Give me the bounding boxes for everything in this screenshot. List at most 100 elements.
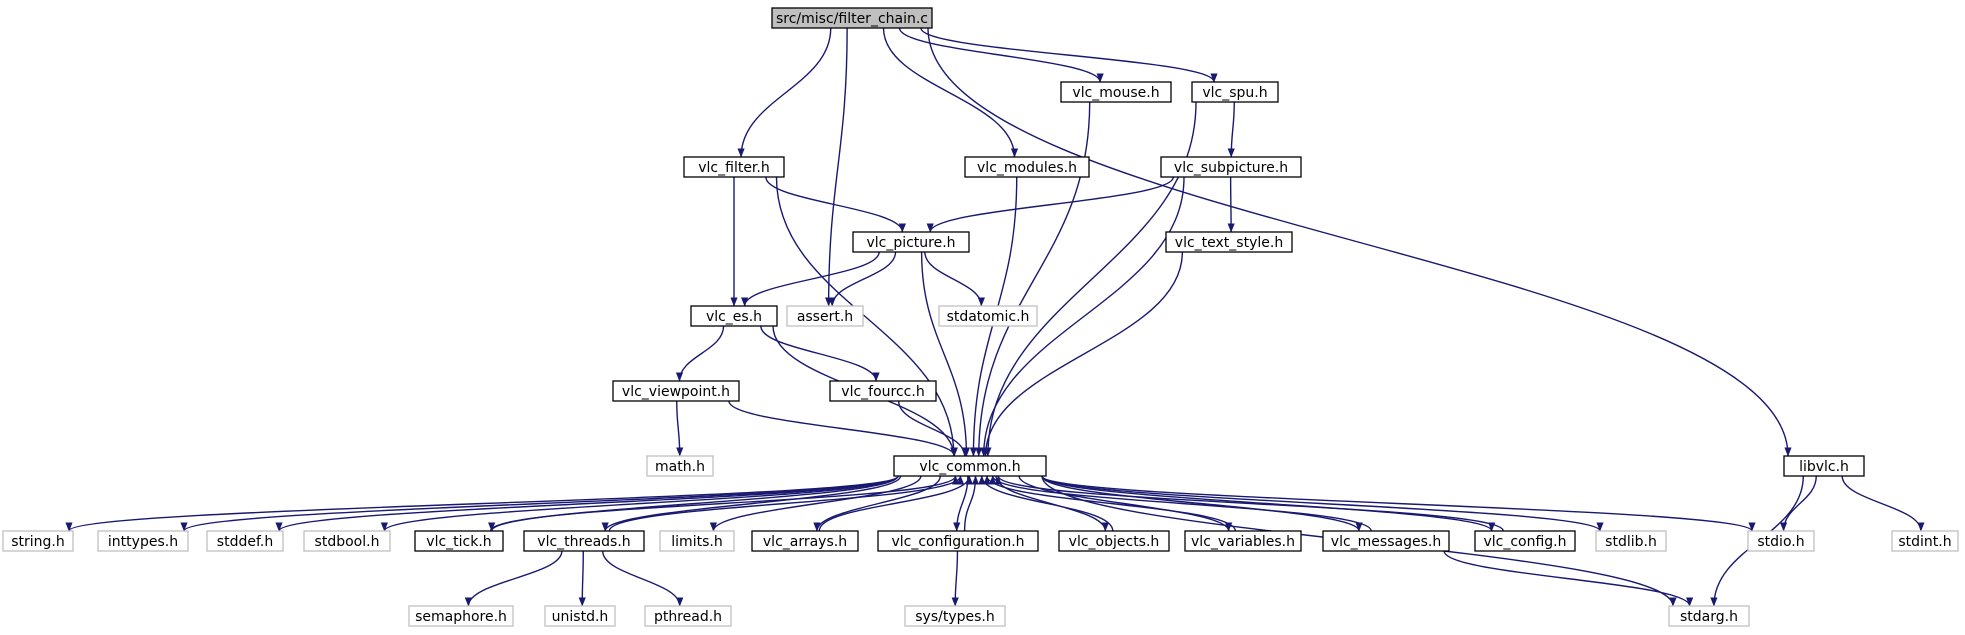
node-stdatomic[interactable]: stdatomic.h	[938, 305, 1038, 327]
node-vlc-modules[interactable]: vlc_modules.h	[964, 156, 1090, 178]
edge-vlc_common-to-stdio	[1041, 475, 1756, 532]
node-vlc-tick[interactable]: vlc_tick.h	[414, 530, 504, 552]
node-label: vlc_objects.h	[1069, 534, 1160, 550]
edge-vlc_spu-to-vlc_common	[984, 101, 1197, 457]
edge-vlc_common-to-stdlib	[1041, 475, 1604, 532]
node-vlc-picture[interactable]: vlc_picture.h	[852, 231, 970, 253]
node-box	[206, 530, 284, 552]
node-box	[1184, 530, 1302, 552]
node-vlc-objects[interactable]: vlc_objects.h	[1058, 530, 1170, 552]
node-inttypes[interactable]: inttypes.h	[97, 530, 189, 552]
node-vlc-configuration[interactable]: vlc_configuration.h	[877, 530, 1039, 552]
node-string[interactable]: string.h	[2, 530, 74, 552]
node-vlc-config[interactable]: vlc_config.h	[1474, 530, 1576, 552]
node-box	[1058, 530, 1170, 552]
node-semaphore[interactable]: semaphore.h	[408, 605, 514, 627]
node-vlc-subpicture[interactable]: vlc_subpicture.h	[1160, 156, 1302, 178]
node-stdarg[interactable]: stdarg.h	[1668, 605, 1750, 627]
node-stdio[interactable]: stdio.h	[1747, 530, 1815, 552]
node-stdint[interactable]: stdint.h	[1891, 530, 1959, 552]
edge-vlc_subpicture-to-vlc_common	[980, 176, 1185, 457]
node-vlc-filter[interactable]: vlc_filter.h	[683, 156, 785, 178]
edge-vlc_picture-to-vlc_es	[741, 251, 880, 307]
edge-vlc_config-to-vlc_common	[994, 475, 1504, 532]
node-vlc-common[interactable]: vlc_common.h	[893, 455, 1047, 477]
node-label: stdatomic.h	[947, 309, 1030, 325]
node-stdbool[interactable]: stdbool.h	[303, 530, 391, 552]
node-limits[interactable]: limits.h	[659, 530, 735, 552]
node-label: semaphore.h	[415, 609, 507, 625]
edge-vlc_filter-to-vlc_common	[775, 176, 958, 457]
node-root[interactable]: src/misc/filter_chain.c	[771, 7, 933, 29]
node-math[interactable]: math.h	[646, 455, 714, 477]
node-box	[523, 530, 645, 552]
edge-root-to-libvlc	[927, 27, 1792, 457]
node-label: sys/types.h	[915, 609, 994, 625]
node-label: unistd.h	[552, 609, 609, 625]
node-vlc-es[interactable]: vlc_es.h	[690, 305, 778, 327]
node-label: stdlib.h	[1605, 534, 1657, 550]
edge-vlc_objects-to-vlc_common	[978, 475, 1114, 532]
node-box	[644, 605, 732, 627]
node-label: vlc_fourcc.h	[841, 384, 924, 400]
node-vlc-arrays[interactable]: vlc_arrays.h	[751, 530, 859, 552]
node-label: limits.h	[671, 534, 722, 550]
node-box	[1191, 81, 1279, 103]
edge-vlc_fourcc-to-vlc_common	[897, 400, 969, 457]
node-libvlc[interactable]: libvlc.h	[1783, 455, 1865, 477]
node-box	[938, 305, 1038, 327]
node-label: inttypes.h	[108, 534, 178, 550]
node-box	[97, 530, 189, 552]
edge-vlc_filter-to-vlc_picture	[765, 176, 906, 233]
node-box	[1783, 455, 1865, 477]
node-box	[690, 305, 778, 327]
node-vlc-threads[interactable]: vlc_threads.h	[523, 530, 645, 552]
edge-vlc_es-to-vlc_fourcc	[760, 325, 880, 382]
edge-root-to-vlc_spu	[920, 27, 1218, 83]
node-label: vlc_es.h	[706, 309, 762, 325]
node-box	[1474, 530, 1576, 552]
node-vlc-mouse[interactable]: vlc_mouse.h	[1060, 81, 1172, 103]
node-box	[646, 455, 714, 477]
node-vlc-text-style[interactable]: vlc_text_style.h	[1165, 231, 1293, 253]
edge-vlc_messages-to-vlc_common	[989, 475, 1372, 532]
node-box	[751, 530, 859, 552]
node-label: vlc_tick.h	[426, 534, 491, 550]
node-box	[1165, 231, 1293, 253]
node-vlc-variables[interactable]: vlc_variables.h	[1184, 530, 1302, 552]
edge-vlc_subpicture-to-vlc_picture	[926, 176, 1175, 233]
node-label: vlc_modules.h	[977, 160, 1077, 176]
edge-root-to-vlc_mouse	[898, 27, 1104, 83]
node-box	[852, 231, 970, 253]
node-unistd[interactable]: unistd.h	[544, 605, 616, 627]
node-label: stddef.h	[217, 534, 273, 550]
node-box	[1322, 530, 1450, 552]
edge-vlc_picture-to-stdatomic	[924, 251, 985, 307]
node-box	[612, 380, 740, 402]
node-label: stdio.h	[1757, 534, 1804, 550]
edge-vlc_spu-to-vlc_subpicture	[1227, 101, 1235, 158]
edge-libvlc-to-stdint	[1841, 475, 1925, 532]
node-box	[2, 530, 74, 552]
edge-vlc_es-to-vlc_viewpoint	[675, 325, 725, 382]
node-vlc-fourcc[interactable]: vlc_fourcc.h	[829, 380, 937, 402]
edge-vlc_mouse-to-vlc_common	[975, 101, 1091, 457]
node-label: vlc_threads.h	[537, 534, 630, 550]
edge-vlc_common-to-stdbool	[380, 475, 899, 532]
node-stddef[interactable]: stddef.h	[206, 530, 284, 552]
node-vlc-spu[interactable]: vlc_spu.h	[1191, 81, 1279, 103]
node-pthread[interactable]: pthread.h	[644, 605, 732, 627]
edge-vlc_messages-to-stdarg	[1443, 550, 1694, 607]
node-vlc-viewpoint[interactable]: vlc_viewpoint.h	[612, 380, 740, 402]
edge-vlc_configuration-to-vlc_common	[963, 475, 980, 532]
node-stdlib[interactable]: stdlib.h	[1595, 530, 1667, 552]
node-label: vlc_messages.h	[1331, 534, 1441, 550]
edge-vlc_common-to-vlc_threads	[601, 475, 902, 532]
node-box	[1160, 156, 1302, 178]
node-assert[interactable]: assert.h	[786, 305, 864, 327]
node-sys-types[interactable]: sys/types.h	[904, 605, 1006, 627]
node-vlc-messages[interactable]: vlc_messages.h	[1322, 530, 1450, 552]
edge-root-to-assert	[825, 27, 848, 307]
node-label: src/misc/filter_chain.c	[776, 11, 928, 27]
node-label: vlc_picture.h	[866, 235, 955, 251]
